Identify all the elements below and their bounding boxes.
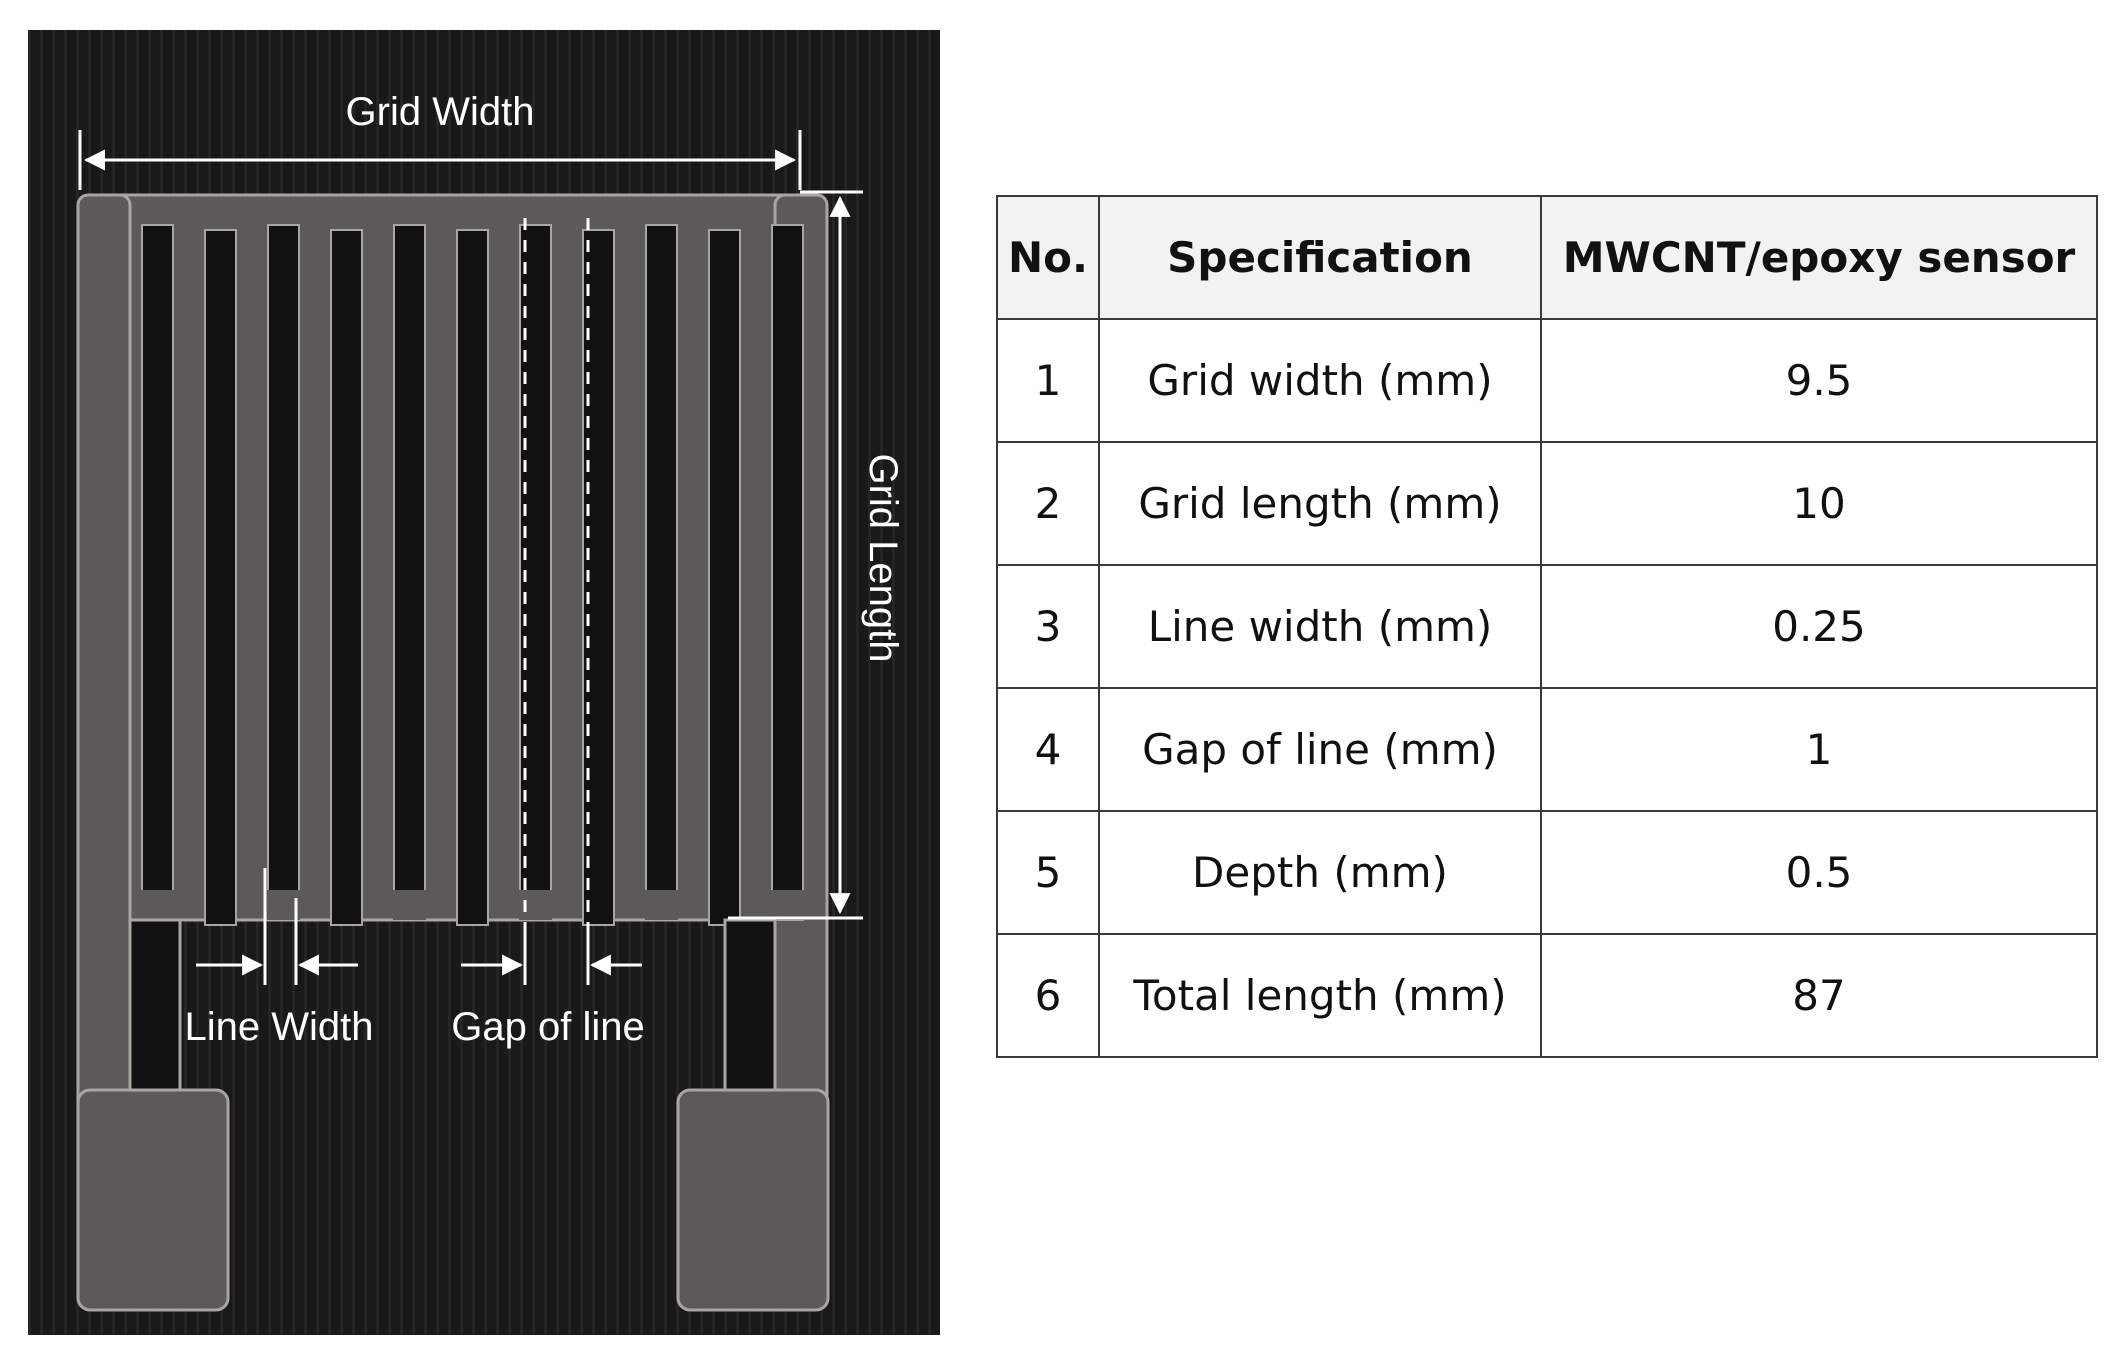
trace-turn — [708, 198, 741, 228]
trace-slot — [141, 224, 174, 921]
table-header-row: No. Specification MWCNT/epoxy sensor — [996, 195, 2098, 320]
cell-no: 6 — [996, 933, 1100, 1058]
cell-spec: Depth (mm) — [1098, 810, 1542, 935]
trace-turn — [204, 198, 237, 228]
cell-value: 9.5 — [1540, 318, 2098, 443]
trace-turn — [456, 198, 489, 228]
grid-length-dimension: Grid Length — [728, 190, 905, 920]
right-lead-gap — [723, 918, 777, 1092]
table-row: 5 Depth (mm) 0.5 — [996, 810, 2098, 935]
trace-slot — [456, 229, 489, 926]
grid-width-label: Grid Width — [346, 90, 535, 134]
trace-slot — [771, 224, 804, 921]
trace-turn — [141, 890, 174, 920]
header-sensor: MWCNT/epoxy sensor — [1540, 195, 2098, 320]
trace-turn — [393, 890, 426, 920]
meander-trace — [76, 193, 830, 1312]
trace-slot — [204, 229, 237, 926]
header-specification: Specification — [1098, 195, 1542, 320]
sensor-photo: Grid Width Grid Length Line Width Gap of… — [28, 30, 940, 1335]
header-no: No. — [996, 195, 1100, 320]
cell-spec: Total length (mm) — [1098, 933, 1542, 1058]
trace-slot — [708, 229, 741, 926]
cell-no: 5 — [996, 810, 1100, 935]
table-row: 2 Grid length (mm) 10 — [996, 441, 2098, 566]
cell-spec: Grid width (mm) — [1098, 318, 1542, 443]
cell-no: 4 — [996, 687, 1100, 812]
cell-no: 1 — [996, 318, 1100, 443]
trace-slot — [393, 224, 426, 921]
left-contact-pad — [76, 1088, 230, 1312]
cell-value: 0.5 — [1540, 810, 2098, 935]
table-row: 3 Line width (mm) 0.25 — [996, 564, 2098, 689]
line-width-label: Line Width — [185, 1005, 374, 1049]
table-row: 4 Gap of line (mm) 1 — [996, 687, 2098, 812]
line-width-dimension: Line Width — [185, 868, 374, 1049]
cell-no: 3 — [996, 564, 1100, 689]
trace-slot — [267, 224, 300, 921]
cell-value: 10 — [1540, 441, 2098, 566]
trace-slot — [645, 224, 678, 921]
trace-turn — [771, 890, 804, 920]
trace-slot — [330, 229, 363, 926]
cell-spec: Line width (mm) — [1098, 564, 1542, 689]
cell-spec: Gap of line (mm) — [1098, 687, 1542, 812]
cell-value: 0.25 — [1540, 564, 2098, 689]
cell-value: 87 — [1540, 933, 2098, 1058]
trace-slot — [582, 229, 615, 926]
specification-table: No. Specification MWCNT/epoxy sensor 1 G… — [996, 195, 2098, 1058]
sensor-photo-svg: Grid Width Grid Length Line Width Gap of… — [28, 30, 940, 1335]
cell-no: 2 — [996, 441, 1100, 566]
table-row: 1 Grid width (mm) 9.5 — [996, 318, 2098, 443]
grid-width-dimension: Grid Width — [78, 90, 802, 190]
cell-value: 1 — [1540, 687, 2098, 812]
left-lead-gap — [128, 918, 182, 1092]
trace-turn — [330, 198, 363, 228]
trace-turn — [645, 890, 678, 920]
table-row: 6 Total length (mm) 87 — [996, 933, 2098, 1058]
gap-of-line-label: Gap of line — [451, 1005, 644, 1049]
cell-spec: Grid length (mm) — [1098, 441, 1542, 566]
gap-of-line-dimension: Gap of line — [451, 218, 645, 1049]
left-lead — [76, 193, 132, 1117]
right-contact-pad — [676, 1088, 830, 1312]
grid-length-label: Grid Length — [861, 453, 905, 662]
